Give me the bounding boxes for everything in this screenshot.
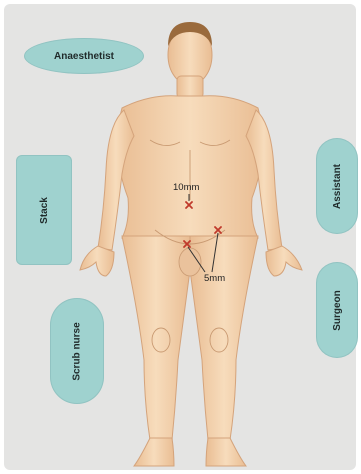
anaesthetist-position: Anaesthetist [24,38,144,74]
stack-label: Stack [39,197,50,224]
left-hand [80,246,114,276]
scrub-nurse-label: Scrub nurse [72,322,83,380]
right-foot [206,438,246,466]
right-hand [266,246,302,276]
stack-position: Stack [16,155,72,265]
anaesthetist-label: Anaesthetist [54,51,114,62]
left-foot [134,438,174,466]
surgeon-position: Surgeon [316,262,358,358]
surgeon-label: Surgeon [332,290,343,331]
lower-port-label: 5mm [204,273,225,284]
assistant-label: Assistant [332,163,343,208]
assistant-position: Assistant [316,138,358,234]
scrub-nurse-position: Scrub nurse [50,298,104,404]
neck [177,76,203,98]
umbilical-port-label: 10mm [173,182,199,193]
